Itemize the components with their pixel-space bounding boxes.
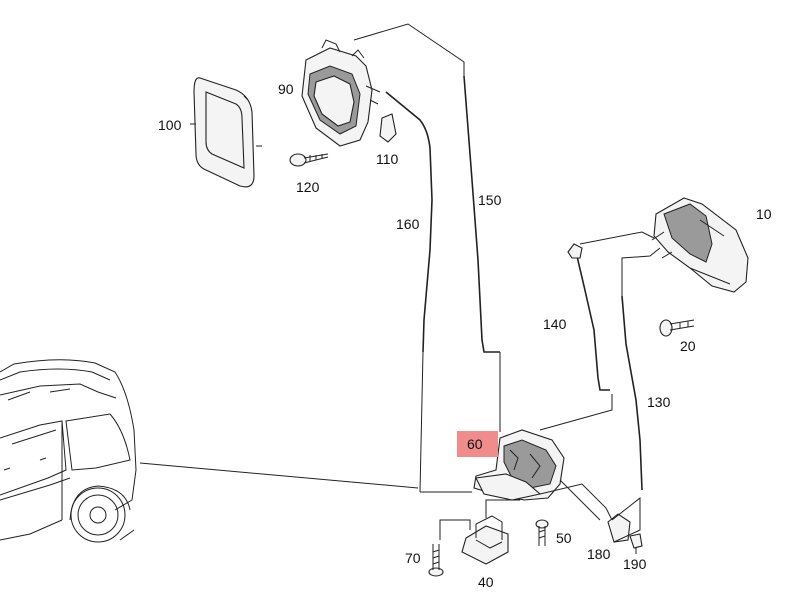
door-lock-60: [473, 429, 613, 521]
screw-20: [659, 319, 695, 337]
callout-150[interactable]: 150: [478, 192, 502, 208]
van-leader-line: [139, 462, 419, 489]
callout-highlight-60: [457, 431, 498, 457]
callout-110[interactable]: 110: [376, 151, 399, 167]
handle-housing-90: [301, 39, 381, 147]
callout-20[interactable]: 20: [680, 338, 696, 354]
callout-50[interactable]: 50: [556, 530, 572, 546]
callout-190[interactable]: 190: [623, 556, 647, 572]
callout-140[interactable]: 140: [543, 316, 567, 332]
screw-120: [289, 153, 329, 167]
bolt-70: [428, 544, 444, 577]
clip-110: [379, 113, 397, 143]
callout-180[interactable]: 180: [587, 546, 611, 562]
rod-140: [567, 243, 610, 391]
rod-150: [463, 75, 500, 353]
rod-130: [611, 247, 661, 491]
assembly-leader-lines: [419, 351, 613, 493]
outside-handle-10: [579, 197, 749, 293]
callout-70[interactable]: 70: [405, 550, 421, 566]
callout-40[interactable]: 40: [478, 574, 494, 590]
callout-10[interactable]: 10: [756, 206, 772, 222]
callout-130[interactable]: 130: [647, 394, 671, 410]
rod-160: [385, 91, 433, 353]
cap-180: [607, 496, 641, 543]
callout-120[interactable]: 120: [296, 179, 320, 195]
van-illustration: [0, 359, 137, 543]
callout-100[interactable]: 100: [158, 117, 182, 133]
clip-190: [629, 533, 643, 554]
trim-frame-100: [190, 77, 262, 188]
screw-50: [535, 519, 549, 546]
callout-60[interactable]: 60: [467, 436, 483, 452]
callout-160[interactable]: 160: [396, 216, 420, 232]
callout-90[interactable]: 90: [278, 81, 294, 97]
striker-40: [439, 499, 520, 565]
cable-150-outline: [353, 23, 465, 76]
